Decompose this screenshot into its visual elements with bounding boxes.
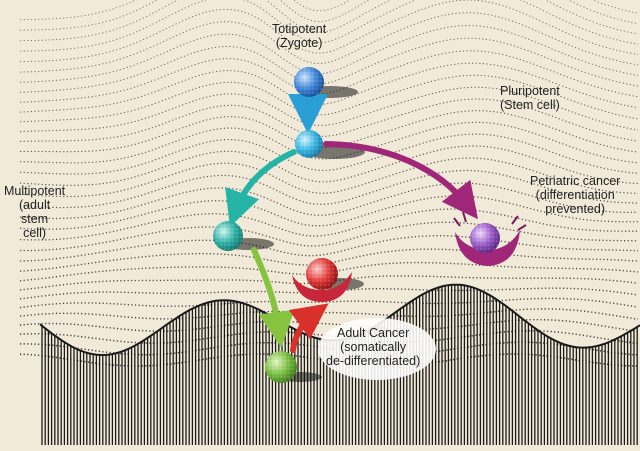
contour-line xyxy=(19,297,639,309)
contour-line xyxy=(19,235,639,262)
contour-line xyxy=(19,0,639,52)
adult-cancer-cradle xyxy=(292,272,352,302)
adult-cancer-label-bubble xyxy=(318,318,436,380)
contour-line xyxy=(19,308,639,320)
pluripotent-cell xyxy=(295,130,323,158)
contour-line xyxy=(19,24,639,83)
label-pluripotent: Pluripotent (Stem cell) xyxy=(500,84,560,112)
arrow-to-multipotent xyxy=(225,149,297,227)
adult-cell xyxy=(265,351,297,383)
contour-line xyxy=(19,74,639,123)
label-multipotent: Multipotent (adult stem cell) xyxy=(4,184,66,240)
cells xyxy=(213,67,500,383)
contour-line xyxy=(19,12,639,73)
contour-line xyxy=(19,318,639,333)
contour-line xyxy=(19,287,639,300)
arrow-to-pediatric-cancer xyxy=(323,141,479,220)
contour-line xyxy=(19,37,639,93)
contour-line xyxy=(19,86,639,133)
contour-line xyxy=(19,0,639,42)
contour-line xyxy=(19,248,639,272)
multipotent-cell xyxy=(213,221,243,251)
adult-cancer-cell xyxy=(306,258,338,290)
arrow-to-adult-cell xyxy=(251,247,295,348)
contour-line xyxy=(19,98,639,142)
label-adult-cancer: Adult Cancer (somatically de-differentia… xyxy=(326,326,421,368)
contour-line xyxy=(19,0,639,63)
pediatric-cancer-cell xyxy=(470,223,500,253)
totipotent-cell xyxy=(294,67,324,97)
label-pediatric-cancer: Petriatric cancer (differentiation preve… xyxy=(530,174,621,216)
pediatric-cancer-cradle xyxy=(453,211,527,266)
arrow-to-adult-cancer xyxy=(288,303,329,353)
differentiation-arrows xyxy=(225,94,479,353)
contour-line xyxy=(20,221,639,252)
contour-line xyxy=(19,0,639,21)
label-totipotent: Totipotent (Zygote) xyxy=(272,22,327,50)
contour-line xyxy=(19,0,639,31)
contour-line xyxy=(19,182,638,220)
